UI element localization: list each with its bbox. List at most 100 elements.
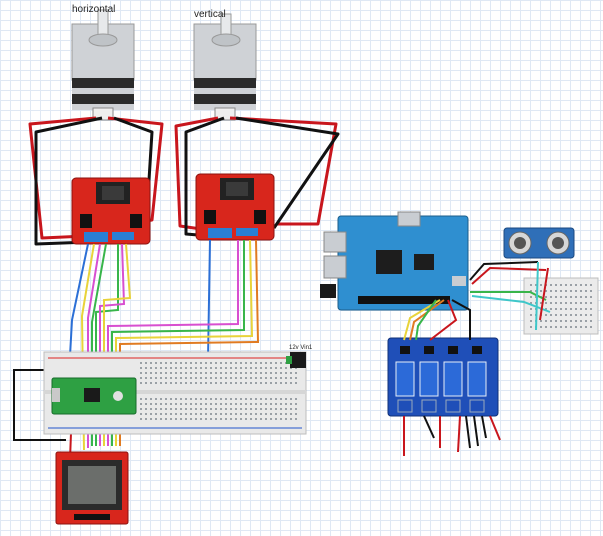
breadboard-hole <box>150 382 152 384</box>
breadboard-hole <box>560 296 562 298</box>
breadboard-hole <box>210 408 212 410</box>
breadboard-hole <box>150 418 152 420</box>
breadboard-hole <box>175 362 177 364</box>
breadboard-hole <box>170 377 172 379</box>
breadboard-hole <box>180 382 182 384</box>
breadboard-hole <box>565 284 567 286</box>
breadboard-hole <box>285 413 287 415</box>
breadboard-hole <box>560 314 562 316</box>
breadboard-hole <box>240 377 242 379</box>
breadboard-hole <box>195 372 197 374</box>
breadboard-hole <box>295 408 297 410</box>
breadboard-hole <box>240 398 242 400</box>
breadboard-hole <box>560 290 562 292</box>
breadboard-hole <box>560 326 562 328</box>
breadboard-hole <box>235 413 237 415</box>
breadboard-hole <box>280 398 282 400</box>
breadboard-hole <box>170 362 172 364</box>
breadboard-hole <box>235 403 237 405</box>
breadboard-hole <box>180 408 182 410</box>
breadboard-hole <box>265 403 267 405</box>
breadboard-hole <box>190 408 192 410</box>
breadboard-hole <box>225 382 227 384</box>
breadboard-hole <box>245 362 247 364</box>
breadboard-hole <box>210 403 212 405</box>
breadboard-hole <box>270 362 272 364</box>
breadboard-hole <box>195 377 197 379</box>
single-board-computer <box>320 211 469 311</box>
breadboard-hole <box>240 408 242 410</box>
breadboard-hole <box>150 403 152 405</box>
breadboard-hole <box>530 302 532 304</box>
breadboard-hole <box>140 362 142 364</box>
breadboard-hole <box>545 320 547 322</box>
breadboard-hole <box>290 372 292 374</box>
breadboard-hole <box>530 284 532 286</box>
label-vertical: vertical <box>194 9 226 20</box>
breadboard-hole <box>570 308 572 310</box>
breadboard-hole <box>555 302 557 304</box>
breadboard-hole <box>230 362 232 364</box>
breadboard-hole <box>270 418 272 420</box>
motor-driver-horizontal <box>71 177 151 245</box>
breadboard-hole <box>155 408 157 410</box>
breadboard-hole <box>165 418 167 420</box>
breadboard-hole <box>215 418 217 420</box>
breadboard-hole <box>530 320 532 322</box>
breadboard-hole <box>215 398 217 400</box>
relay-module <box>387 337 499 417</box>
breadboard-hole <box>230 372 232 374</box>
breadboard-hole <box>245 382 247 384</box>
breadboard-hole <box>215 382 217 384</box>
breadboard-hole <box>245 413 247 415</box>
breadboard-hole <box>265 382 267 384</box>
relay-terminal <box>469 399 485 413</box>
breadboard-hole <box>155 403 157 405</box>
breadboard-hole <box>245 408 247 410</box>
breadboard-hole <box>185 362 187 364</box>
breadboard-hole <box>565 308 567 310</box>
breadboard-hole <box>580 326 582 328</box>
breadboard-hole <box>570 296 572 298</box>
breadboard-hole <box>255 377 257 379</box>
breadboard-hole <box>570 284 572 286</box>
breadboard-hole <box>560 320 562 322</box>
breadboard-hole <box>140 372 142 374</box>
breadboard-hole <box>255 372 257 374</box>
breadboard-hole <box>250 382 252 384</box>
breadboard-hole <box>250 367 252 369</box>
breadboard-hole <box>215 372 217 374</box>
breadboard-hole <box>280 413 282 415</box>
breadboard-hole <box>160 398 162 400</box>
breadboard-hole <box>245 403 247 405</box>
breadboard-hole <box>255 413 257 415</box>
breadboard-hole <box>590 320 592 322</box>
breadboard-hole <box>200 362 202 364</box>
breadboard-hole <box>160 362 162 364</box>
breadboard-hole <box>210 372 212 374</box>
breadboard-hole <box>275 403 277 405</box>
breadboard-hole <box>220 382 222 384</box>
breadboard-hole <box>205 367 207 369</box>
breadboard-hole <box>260 372 262 374</box>
breadboard-hole <box>185 382 187 384</box>
breadboard-hole <box>140 398 142 400</box>
breadboard-hole <box>585 308 587 310</box>
breadboard-hole <box>145 408 147 410</box>
breadboard-hole <box>555 320 557 322</box>
breadboard-hole <box>175 377 177 379</box>
breadboard-hole <box>140 367 142 369</box>
breadboard-hole <box>260 413 262 415</box>
breadboard-hole <box>155 372 157 374</box>
breadboard-hole <box>295 413 297 415</box>
breadboard-hole <box>245 398 247 400</box>
breadboard-hole <box>160 377 162 379</box>
breadboard-hole <box>265 408 267 410</box>
motor-driver-vertical <box>195 173 275 241</box>
breadboard-hole <box>220 372 222 374</box>
breadboard-hole <box>195 403 197 405</box>
breadboard-hole <box>145 398 147 400</box>
breadboard-hole <box>210 398 212 400</box>
breadboard-hole <box>265 418 267 420</box>
breadboard-hole <box>165 372 167 374</box>
